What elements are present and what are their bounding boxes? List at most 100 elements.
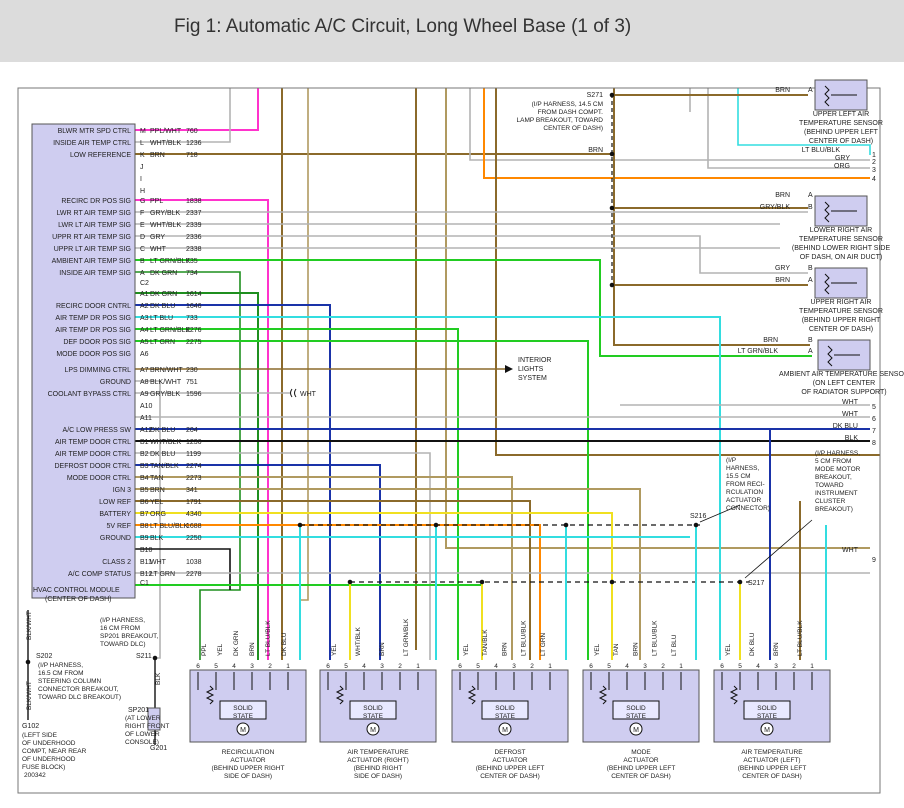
- wire-dkblu-1199: [135, 464, 381, 660]
- pin-id: B4: [140, 475, 149, 482]
- module-location: (CENTER OF DASH): [45, 596, 112, 603]
- splice-dot-s211: [152, 655, 158, 661]
- actuator-wire-label: YEL: [725, 643, 732, 656]
- module-pin-label: RECIRC DR POS SIG: [61, 198, 131, 205]
- leader-line: [699, 504, 741, 523]
- circuit-number: 1038: [186, 559, 202, 566]
- circuit-number: 734: [186, 270, 198, 277]
- wire-label: BRN: [588, 147, 603, 154]
- pin-id: A10: [140, 403, 153, 410]
- actuator-name: ACTUATOR: [623, 757, 658, 764]
- actuator-pin: 1: [548, 663, 552, 670]
- wire-brn-vert-3: [495, 88, 880, 456]
- splice-note: (I/P: [726, 457, 736, 464]
- wire-color-label: WHT: [150, 246, 167, 253]
- sensor-desc: TEMPERATURE SENSOR: [799, 308, 883, 315]
- actuator-pin: 3: [512, 663, 516, 670]
- module-name: HVAC CONTROL MODULE: [33, 587, 120, 594]
- actuator-wire-label: TAN: [613, 643, 620, 656]
- potentiometer: [729, 685, 739, 705]
- ground-label: G201: [150, 745, 167, 752]
- splice-note: (I/P HARNESS,: [815, 450, 860, 457]
- sensor-wire-label: LT GRN/BLK: [738, 348, 779, 355]
- actuator-name: (BEHIND RIGHT: [354, 765, 403, 772]
- actuator-pin: 6: [589, 663, 593, 670]
- arrow-interior: [505, 365, 513, 373]
- actuator-wire-label: TAN/BLK: [482, 629, 489, 656]
- actuator-wire-label: YEL: [463, 643, 470, 656]
- pin-id: G: [140, 198, 145, 205]
- splice-dot-s216: [563, 522, 569, 528]
- module-pin-label: BLWR MTR SPD CTRL: [58, 128, 131, 135]
- pin-id: C: [140, 246, 145, 253]
- wire-ltgrn-blk-2276: [135, 328, 459, 660]
- motor-symbol: [498, 722, 512, 736]
- wire-tan-wht: [445, 88, 870, 549]
- potentiometer: [205, 685, 215, 705]
- wire-color-label: TAN: [150, 475, 163, 482]
- solid-state-box: [481, 700, 529, 720]
- motor-label: M: [240, 727, 246, 734]
- connector-break-symbol: [290, 388, 297, 398]
- wire-label: BLK/WHT: [26, 681, 33, 710]
- ground-note: OF UNDERHOOD: [22, 740, 76, 747]
- motor-symbol: [236, 722, 250, 736]
- splice-note: CONNECTOR): [726, 505, 770, 512]
- actuator-wire-label: DK BLU: [281, 632, 288, 656]
- wire-color-label: LT GRN: [150, 339, 175, 346]
- circuit-number: 1199: [186, 451, 201, 458]
- circuit-number: 2250: [186, 535, 202, 542]
- splice-dot-s216: [693, 522, 699, 528]
- pin-id: A3: [140, 315, 149, 322]
- sensor-pin: A: [808, 277, 813, 284]
- sensor-desc: CENTER OF DASH): [809, 326, 873, 333]
- actuator-name: CENTER OF DASH): [480, 773, 540, 780]
- actuator-pin: 4: [756, 663, 760, 670]
- wire-color-label: GRY/BLK: [150, 210, 181, 217]
- sensor-desc: TEMPERATURE SENSOR: [799, 120, 883, 127]
- motor-symbol: [760, 722, 774, 736]
- actuator-wire-label: BRN: [249, 642, 256, 656]
- parts-layer: [17, 79, 881, 794]
- actuator-pin: 5: [344, 663, 348, 670]
- wire-color-label: PPL: [150, 198, 163, 205]
- module-pin-label: MODE DOOR CTRL: [67, 475, 131, 482]
- module-pin-label: CLASS 2: [102, 559, 131, 566]
- interior-lights-label: INTERIOR: [518, 357, 551, 364]
- sensor-wire-label: BRN: [775, 277, 790, 284]
- wire-wht-blk-1236: [135, 88, 231, 143]
- circuit-number: 4340: [186, 511, 202, 518]
- wire-label: BLK: [155, 672, 162, 685]
- module-pin-label: UPPR RT AIR TEMP SIG: [52, 234, 131, 241]
- actuator-wire-label: LT BLU/BLK: [521, 620, 528, 656]
- wire-color-label: WHT/BLK: [150, 222, 181, 229]
- actuator-pin: 4: [362, 663, 366, 670]
- splice-note: CONSOLE): [125, 739, 159, 746]
- actuator-pin: 2: [398, 663, 402, 670]
- splice-note: 16 CM FROM: [100, 625, 140, 632]
- solid-state-label: SOLID: [626, 705, 646, 712]
- pin-id: A8: [140, 379, 149, 386]
- splice-note: (AT LOWER: [125, 715, 161, 722]
- sensor-desc: OF DASH, ON AIR DUCT): [800, 254, 882, 261]
- circuit-number: 2278: [186, 571, 202, 578]
- potentiometer: [467, 685, 477, 705]
- sensor-pin: B: [808, 337, 813, 344]
- splice-dot-s216: [433, 522, 439, 528]
- circuit-number: 341: [186, 487, 198, 494]
- circuit-number: 204: [186, 427, 198, 434]
- splice-note: CENTER OF DASH): [543, 125, 603, 132]
- sensor-pin: A: [808, 87, 813, 94]
- edge-num: 2: [872, 159, 876, 166]
- sensor-desc: (ON LEFT CENTER: [813, 380, 876, 387]
- actuator-wire-label: BRN: [379, 642, 386, 656]
- module-pin-label: LOW REF: [99, 499, 131, 506]
- actuator-pin: 5: [738, 663, 742, 670]
- solid-state-label: STATE: [495, 713, 516, 720]
- splice-dot-s271: [609, 92, 615, 98]
- pin-id: I: [140, 176, 142, 183]
- pin-id: B: [140, 258, 145, 265]
- wire-color-label: PPL/WHT: [150, 128, 182, 135]
- module-pin-label: COOLANT BYPASS CTRL: [48, 391, 131, 398]
